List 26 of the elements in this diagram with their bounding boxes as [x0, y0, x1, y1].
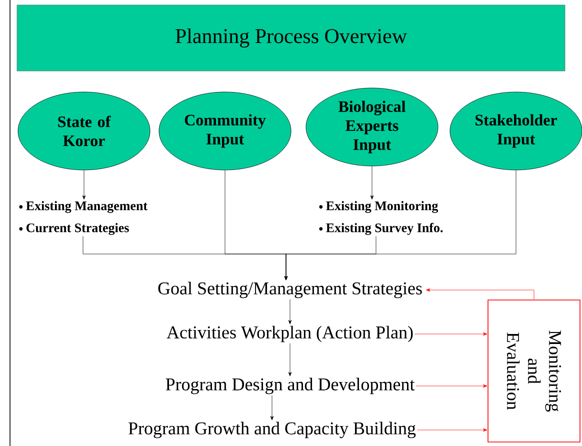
input-oval: Stakeholder Input	[450, 92, 582, 170]
node-label: Current Strategies	[26, 223, 129, 235]
process-step: Program Design and Development	[166, 378, 415, 394]
arrow	[416, 428, 488, 432]
monitoring-box: Monitoring and Evaluation	[488, 300, 580, 442]
arrow	[288, 343, 292, 376]
arrow	[414, 332, 488, 336]
process-step: Activities Workplan (Action Plan)	[166, 326, 413, 342]
node-label: Existing Monitoring	[326, 201, 438, 213]
bullet-list: Existing Monitoring Existing Survey Info.	[319, 201, 443, 235]
process-step: Program Growth and Capacity Building	[128, 422, 416, 438]
arrow	[284, 170, 516, 280]
input-oval: State of Koror	[18, 92, 150, 170]
title-banner: Planning Process Overview	[16, 4, 566, 72]
node-label: Existing Management	[26, 201, 148, 213]
arrow	[288, 299, 292, 324]
arrow	[82, 170, 86, 200]
arrow	[270, 395, 274, 420]
arrow	[416, 384, 488, 388]
arrow	[370, 166, 374, 200]
bullet-list: Existing Management Current Strategies	[19, 201, 148, 235]
input-oval: Biological Experts Input	[306, 88, 438, 166]
node-label: Existing Survey Info.	[326, 222, 443, 235]
input-oval: Community Input	[158, 92, 292, 170]
process-step: Goal Setting/Management Strategies	[158, 282, 422, 298]
arrow	[426, 288, 534, 300]
